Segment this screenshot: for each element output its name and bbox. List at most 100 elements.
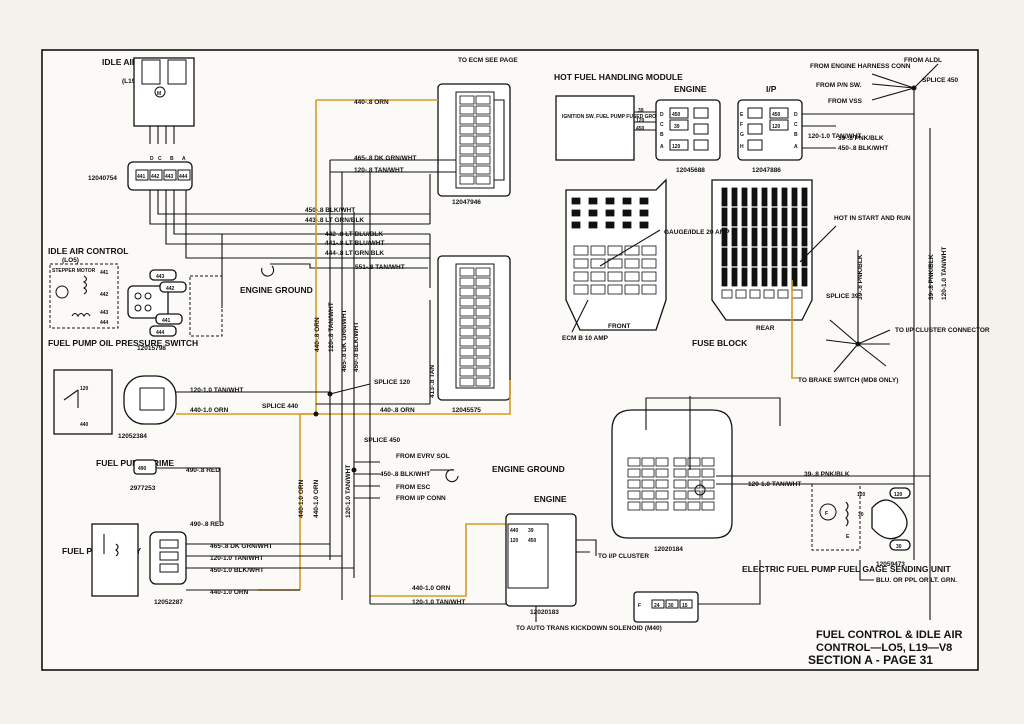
pin-cell: [459, 105, 475, 115]
pin-cell: [475, 95, 491, 105]
pin-cell: [622, 197, 632, 205]
svg-text:444: 444: [179, 174, 188, 180]
fuse-block: FRONT REAR FUSE BLOCK GAUGE/IDLE 20 AMP …: [562, 178, 911, 348]
pin-cell: [475, 135, 491, 145]
svg-text:465-.8 DK GRN/WHT: 465-.8 DK GRN/WHT: [210, 543, 273, 550]
pin-cell: [627, 457, 641, 467]
svg-text:450-1.0 BLK/WHT: 450-1.0 BLK/WHT: [210, 567, 264, 574]
pin-cell: [655, 490, 669, 500]
svg-text:30: 30: [858, 512, 864, 518]
svg-text:490-.8 RED: 490-.8 RED: [186, 467, 220, 474]
pin-cell: [588, 209, 598, 217]
pin-cell: [791, 227, 798, 247]
pin-cell: [701, 479, 715, 489]
pin-cell: [655, 457, 669, 467]
svg-text:I/P: I/P: [766, 84, 777, 94]
svg-text:120: 120: [772, 124, 781, 130]
svg-text:12047886: 12047886: [752, 167, 781, 174]
svg-text:H: H: [740, 144, 744, 150]
pin-cell: [627, 468, 641, 478]
footer-title-2: CONTROL—LO5, L19—V8: [816, 642, 952, 654]
pin-cell: [731, 267, 738, 287]
pin-cell: [771, 267, 778, 287]
pin-cell: [641, 271, 657, 282]
svg-text:120-.8 TAN/WHT: 120-.8 TAN/WHT: [354, 167, 404, 174]
svg-text:FUSE BLOCK: FUSE BLOCK: [692, 338, 748, 348]
svg-text:12045688: 12045688: [676, 167, 705, 174]
pin-cell: [590, 284, 606, 295]
pin-cell: [701, 457, 715, 467]
svg-text:TO ECM SEE PAGE: TO ECM SEE PAGE: [458, 57, 518, 64]
pin-cell: [731, 187, 738, 207]
pin-cell: [701, 501, 715, 511]
ip-connector: I/P 450 120 E F G H D C B A 12047886: [737, 84, 803, 174]
svg-text:(LO5): (LO5): [62, 257, 79, 264]
pin-cell: [459, 367, 475, 377]
pin-cell: [607, 245, 623, 256]
svg-text:ENGINE GROUND: ENGINE GROUND: [240, 285, 313, 295]
svg-text:120: 120: [636, 118, 645, 124]
pin-cell: [605, 209, 615, 217]
pin-cell: [573, 284, 589, 295]
svg-text:440-1.0 ORN: 440-1.0 ORN: [210, 589, 249, 596]
svg-text:E: E: [740, 112, 744, 118]
svg-text:B: B: [170, 156, 174, 162]
pin-cell: [475, 277, 491, 287]
pin-cell: [459, 125, 475, 135]
pin-cell: [673, 501, 687, 511]
pin-cell: [622, 209, 632, 217]
pin-cell: [475, 377, 491, 387]
svg-text:39-.8 PNK/BLK: 39-.8 PNK/BLK: [928, 254, 935, 300]
pin-cell: [641, 479, 655, 489]
svg-text:465-.8 DK GRN/WHT: 465-.8 DK GRN/WHT: [354, 155, 417, 162]
pin-cell: [791, 247, 798, 267]
pin-cell: [801, 227, 808, 247]
iac-l19-body: [133, 57, 195, 127]
svg-text:12020184: 12020184: [654, 546, 683, 553]
svg-text:FROM ESC: FROM ESC: [396, 484, 431, 491]
pin-cell: [741, 207, 748, 227]
pin-cell: [622, 221, 632, 229]
svg-text:GAUGE/IDLE 20 AMP: GAUGE/IDLE 20 AMP: [664, 229, 730, 236]
svg-text:C: C: [158, 156, 162, 162]
pin-cell: [781, 247, 788, 267]
svg-text:D: D: [150, 156, 154, 162]
pin-cell: [687, 457, 701, 467]
pin-cell: [641, 501, 655, 511]
pin-cell: [771, 247, 778, 267]
small-connector: 24 30 15 F: [633, 591, 699, 623]
pin-cell: [475, 327, 491, 337]
pin-cell: [687, 468, 701, 478]
svg-text:FRONT: FRONT: [608, 323, 630, 330]
svg-text:441: 441: [162, 318, 171, 324]
pin-cell: [639, 209, 649, 217]
center-connector: 12020184: [611, 409, 733, 553]
svg-text:12020183: 12020183: [530, 609, 559, 616]
svg-text:120: 120: [894, 492, 903, 498]
svg-text:465-.8 DK GRN/WHT: 465-.8 DK GRN/WHT: [341, 309, 348, 372]
pin-cell: [459, 357, 475, 367]
pin-cell: [751, 227, 758, 247]
svg-text:ELECTRIC FUEL PUMP FUEL GAGE S: ELECTRIC FUEL PUMP FUEL GAGE SENDING UNI…: [742, 564, 952, 574]
pin-cell: [459, 95, 475, 105]
iac-wires: [149, 190, 430, 245]
svg-text:444: 444: [156, 330, 165, 336]
svg-text:M: M: [157, 91, 161, 97]
svg-text:SPLICE 120: SPLICE 120: [374, 379, 411, 386]
pin-cell: [673, 457, 687, 467]
pin-cell: [459, 377, 475, 387]
pin-cell: [641, 457, 655, 467]
pin-cell: [459, 165, 475, 175]
pin-cell: [627, 479, 641, 489]
section-page: SECTION A - PAGE 31: [808, 653, 933, 667]
pin-cell: [571, 221, 581, 229]
svg-text:440-1.0 ORN: 440-1.0 ORN: [313, 479, 320, 518]
pin-cell: [761, 207, 768, 227]
pin-cell: [751, 267, 758, 287]
pin-cell: [761, 187, 768, 207]
svg-text:39-.8 PNK/BLK: 39-.8 PNK/BLK: [857, 254, 864, 300]
svg-text:12059473: 12059473: [876, 561, 905, 568]
svg-text:FROM VSS: FROM VSS: [828, 98, 863, 105]
svg-text:ENGINE: ENGINE: [674, 84, 707, 94]
